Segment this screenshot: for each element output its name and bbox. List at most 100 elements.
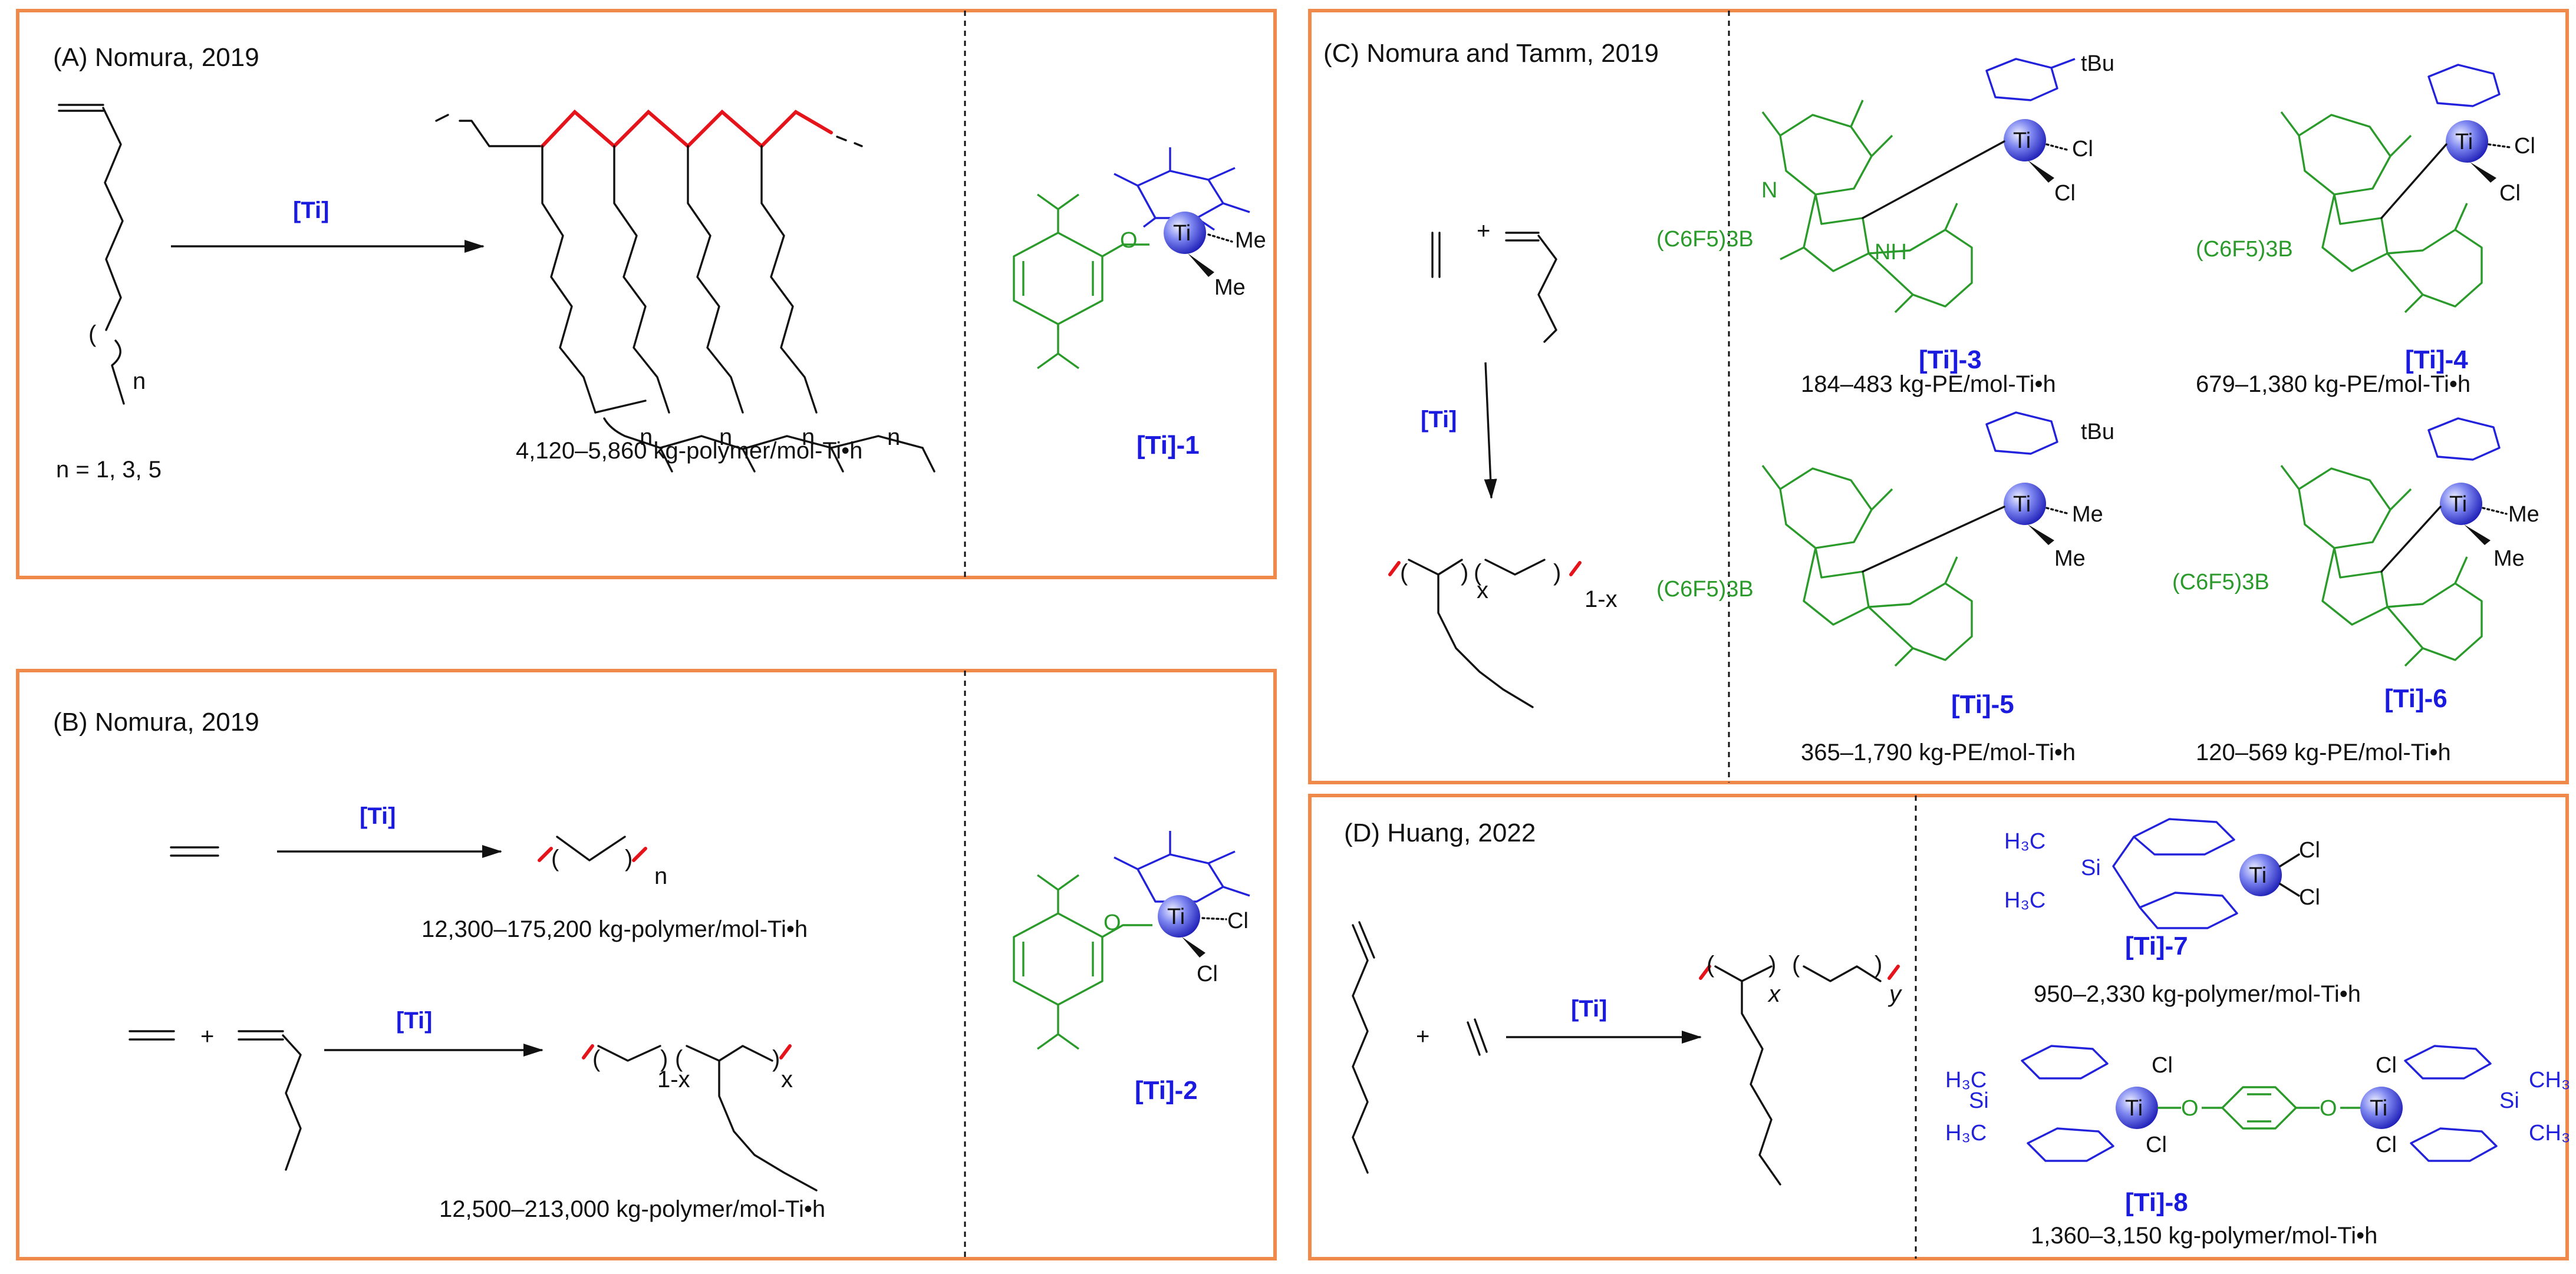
- panel-b-arrow-label-1: [Ti]: [360, 803, 396, 829]
- panel-d-sub-y: y: [1887, 981, 1903, 1007]
- paren-open: (: [1400, 560, 1408, 586]
- panel-d-catalyst-7: Ti Si H₃C H₃C Cl Cl: [2004, 818, 2320, 929]
- panel-b-activity-2: 12,500–213,000 kg-polymer/mol-Ti•h: [439, 1196, 825, 1222]
- panel-b-ethylene-1: [170, 846, 219, 857]
- chloride: Cl: [2152, 1053, 2173, 1078]
- ti-symbol: Ti: [2249, 863, 2267, 888]
- paren-close: ): [1768, 952, 1776, 978]
- panel-b-catalyst: O Ti Cl Cl: [1013, 831, 1250, 1050]
- chloride: Cl: [2299, 885, 2320, 910]
- ti-symbol: Ti: [2013, 128, 2031, 153]
- panel-b-sub-x: x: [781, 1067, 793, 1093]
- panel-b-arrow-label-2: [Ti]: [396, 1008, 432, 1034]
- panel-a-catalyst: O Ti Me Me: [1013, 147, 1266, 369]
- chloride: Cl: [2299, 838, 2320, 863]
- panel-c: (C) Nomura and Tamm, 2019 + [Ti] ( ) ( )…: [1308, 9, 2569, 784]
- panel-d-frame: [1308, 794, 2569, 1260]
- panel-b-ti: Ti: [1167, 905, 1185, 929]
- panel-a-monomer-n: n: [133, 368, 146, 394]
- panel-c-l1-5: Me: [2072, 502, 2103, 527]
- panel-a-monomer: [58, 104, 125, 405]
- panel-b-frame: [16, 669, 1277, 1260]
- panel-d-poly-ends: [1699, 965, 1900, 980]
- panel-c-borate-3: (C6F5)3B: [1656, 227, 1754, 252]
- atom-n: N: [1761, 178, 1777, 203]
- methyl: CH₃: [2529, 1068, 2570, 1093]
- paren-close: ): [660, 1046, 668, 1072]
- panel-b-cl-1: Cl: [1227, 909, 1249, 933]
- methyl: H₃C: [1945, 1121, 1987, 1146]
- panel-d-plus: +: [1416, 1024, 1429, 1049]
- panel-b-catalyst-label: [Ti]-2: [1135, 1076, 1198, 1105]
- panel-b-cl-2: Cl: [1197, 962, 1218, 986]
- ti-symbol: Ti: [2013, 492, 2031, 517]
- panel-a-polymer: [435, 109, 935, 473]
- panel-c-cpsub-5: tBu: [2081, 420, 2114, 444]
- paren-open: (: [1474, 560, 1482, 586]
- panel-c-hexene: [1505, 232, 1557, 343]
- panel-c-ethylene: [1431, 232, 1441, 278]
- paren-close: ): [1461, 560, 1468, 586]
- panel-d-poly: [1714, 965, 1882, 1186]
- panel-b-o: O: [1103, 910, 1121, 935]
- panel-c-frame: [1308, 9, 2569, 784]
- panel-c-borate-4: (C6F5)3B: [2196, 237, 2293, 262]
- panel-c-l2-6: Me: [2493, 546, 2525, 571]
- panel-c-borate-6: (C6F5)3B: [2172, 570, 2269, 595]
- panel-b-pe: [556, 836, 626, 862]
- panel-b: (B) Nomura, 2019 [Ti] ( ) n 12,300–175,2…: [16, 669, 1277, 1260]
- paren-close: ): [1875, 952, 1882, 978]
- panel-b-sub-1x: 1-x: [657, 1067, 690, 1093]
- panel-a-me-2: Me: [1214, 275, 1246, 300]
- paren-open: (: [592, 1046, 601, 1072]
- panel-c-l2-3: Cl: [2054, 181, 2076, 206]
- panel-d-ethylene: [1467, 1018, 1488, 1056]
- panel-a-catalyst-label: [Ti]-1: [1137, 431, 1200, 460]
- panel-b-copoly-ends: [582, 1044, 792, 1060]
- panel-c-label-3: [Ti]-3: [1919, 345, 1982, 374]
- panel-c-catalyst-4: Ti Cl Cl (C6F5)3B: [2196, 64, 2535, 313]
- panel-a: (A) Nomura, 2019 ( n n = 1, 3, 5 [Ti] n …: [16, 9, 1277, 579]
- panel-c-activity-5: 365–1,790 kg-PE/mol-Ti•h: [1801, 740, 2076, 765]
- panel-c-activity-3: 184–483 kg-PE/mol-Ti•h: [1801, 371, 2056, 397]
- panel-c-catalyst-3: O Ti Cl Cl tBu N NH (C6F5)3B: [1656, 51, 2114, 313]
- panel-c-activity-6: 120–569 kg-PE/mol-Ti•h: [2196, 740, 2451, 765]
- panel-a-o: O: [1120, 228, 1138, 253]
- chloride: Cl: [2146, 1133, 2167, 1157]
- panel-d-activity-7: 950–2,330 kg-polymer/mol-Ti•h: [2034, 981, 2361, 1007]
- paren-close: ): [1553, 560, 1561, 586]
- panel-d-label-7: [Ti]-7: [2125, 932, 2188, 961]
- panel-c-arrow: [1484, 362, 1497, 499]
- paren-close: ): [625, 846, 633, 872]
- panel-c-l2-4: Cl: [2499, 181, 2521, 206]
- panel-b-pe-ends: [538, 847, 647, 862]
- panel-d-label-8: [Ti]-8: [2125, 1188, 2188, 1217]
- panel-d-arrow-label: [Ti]: [1571, 996, 1607, 1022]
- panel-c-label-4: [Ti]-4: [2405, 345, 2468, 374]
- panel-a-me-1: Me: [1235, 228, 1266, 253]
- methyl: H₃C: [2004, 829, 2045, 854]
- atom-o: O: [2181, 1096, 2199, 1121]
- paren-close: ): [772, 1046, 780, 1072]
- paren-open: (: [1707, 952, 1715, 978]
- panel-c-label-6: [Ti]-6: [2384, 684, 2447, 713]
- paren-open: (: [1792, 952, 1800, 978]
- panel-a-frame: [16, 9, 1277, 579]
- panel-b-copoly: [597, 1045, 818, 1192]
- panel-a-title: (A) Nomura, 2019: [53, 43, 259, 72]
- panel-a-ti: Ti: [1173, 221, 1191, 246]
- methyl: H₃C: [1945, 1068, 1987, 1093]
- panel-a-arrow-label: [Ti]: [293, 197, 329, 223]
- atom-o: O: [2320, 1096, 2337, 1121]
- panel-b-ti-ball: [1158, 895, 1200, 938]
- panel-c-cpsub-3: tBu: [2081, 51, 2114, 76]
- panel-c-poly: [1408, 559, 1546, 708]
- panel-d-title: (D) Huang, 2022: [1344, 818, 1536, 847]
- panel-c-label-5: [Ti]-5: [1951, 690, 2014, 719]
- panel-c-catalyst-6: Ti Me Me (C6F5)3B: [2172, 417, 2539, 667]
- panel-b-hexene: [238, 1030, 302, 1171]
- paren-open: (: [675, 1046, 683, 1072]
- panel-c-l1-4: Cl: [2514, 134, 2535, 159]
- panel-c-sub-1x: 1-x: [1585, 586, 1618, 612]
- chloride: Cl: [2376, 1053, 2397, 1078]
